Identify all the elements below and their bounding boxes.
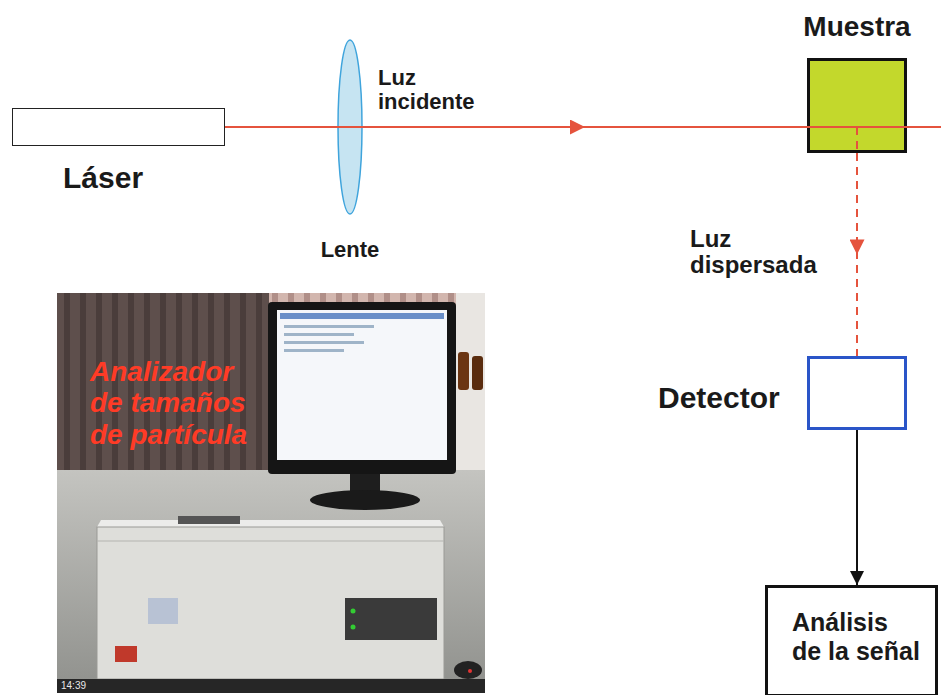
detector-box: Detector [807, 356, 907, 430]
beam-through-lens [337, 126, 363, 128]
scatter-start [856, 127, 858, 153]
beam-label: Luz dispersada [690, 226, 830, 278]
desk [57, 470, 485, 693]
mouse-light [468, 669, 472, 673]
screen-line [284, 333, 354, 336]
laser-beam [225, 126, 337, 128]
incident-beam [363, 126, 807, 128]
lens-label: Lente [321, 237, 380, 262]
monitor-screen [277, 310, 447, 460]
lens-outline [337, 39, 363, 215]
lens-ellipse [338, 40, 362, 214]
scattered-beam [856, 153, 858, 356]
label-anchor: Lente [321, 237, 380, 262]
beam-label: Luz incidente [378, 66, 488, 114]
status-led [351, 625, 356, 630]
bottle [458, 352, 469, 390]
bottle [472, 356, 483, 390]
detector-label: Detector [658, 381, 780, 416]
monitor-base [310, 490, 420, 510]
instrument-photo [57, 293, 485, 693]
instrument-seam [97, 541, 444, 542]
mouse [454, 661, 482, 679]
photo-caption: Analizador de tamaños de partícula [90, 356, 255, 450]
sample-compartment [178, 516, 240, 524]
label-anchor: Láser [63, 161, 143, 196]
screen-line [284, 341, 364, 344]
screen-line [284, 349, 344, 352]
window-light [456, 293, 485, 473]
sample-label: Muestra [803, 11, 910, 43]
photo-background [57, 293, 485, 693]
instrument-body [97, 527, 444, 679]
analysis-text: Análisis de la señal [792, 608, 923, 666]
signal-arrow [856, 430, 858, 585]
monitor-stand [350, 474, 380, 496]
instrument-top [97, 520, 444, 527]
label-anchor: Detector [658, 381, 780, 416]
sample-box: Muestra [807, 58, 907, 153]
lens-shape: Lente [337, 39, 363, 215]
signal-analysis-box: Análisis de la señal [765, 585, 938, 695]
instrument-plate [148, 598, 178, 624]
monitor-frame [268, 302, 456, 474]
screen-line [284, 325, 374, 328]
instrument-logo [115, 646, 137, 662]
laser-box: Láser [12, 108, 225, 146]
beam-through-sample [807, 126, 941, 128]
dark-curtain [57, 293, 269, 523]
label-anchor: Muestra [803, 11, 910, 43]
laser-label: Láser [63, 161, 143, 196]
keyboard-edge [57, 679, 485, 693]
label-anchor: Análisis de la señal [792, 588, 935, 666]
status-led [351, 609, 356, 614]
window-bar [280, 313, 444, 319]
drive-panel [345, 598, 437, 640]
timestamp: 14:39 [61, 680, 86, 691]
